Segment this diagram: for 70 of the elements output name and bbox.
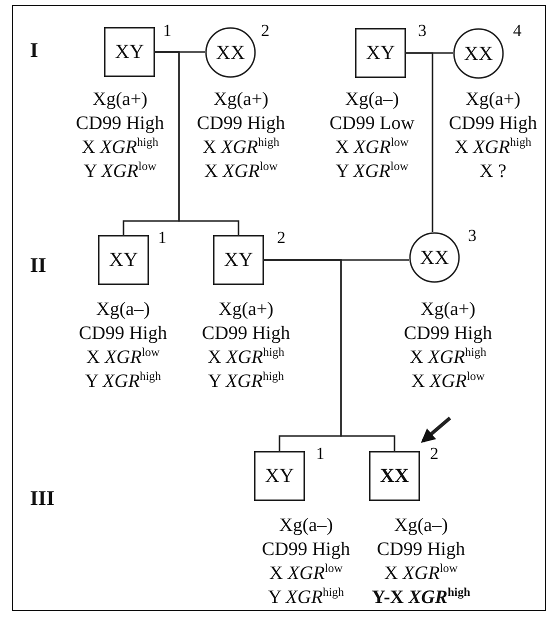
individual-number: 3 [418,22,426,39]
phenotype-text: Y XGR$^{low}$ [84,160,156,184]
male-symbol [98,235,149,285]
phenotype-text: X XGR$^{high}$ [82,136,158,160]
individual-number: 1 [316,445,324,462]
male-symbol [254,451,305,501]
phenotype-text: CD99 High [202,322,290,346]
phenotype-text: X XGR$^{high}$ [208,346,284,370]
individual-number: 3 [468,227,476,244]
phenotype-text: CD99 High [262,538,350,562]
phenotype-text: Xg(a+) [420,298,476,322]
phenotype-text: Xg(a+) [465,88,521,112]
phenotype-text: Xg(a–) [279,514,333,538]
individual-number: 1 [163,22,172,39]
karyotype-text: XY [224,250,253,270]
individual-number: 4 [513,22,522,39]
phenotype-text: Xg(a+) [92,88,148,112]
phenotype-text: Y XGR$^{high}$ [208,370,284,394]
male-symbol [355,28,406,78]
male-symbol [369,451,420,501]
individual-number: 2 [430,445,438,462]
male-symbol [104,27,155,77]
phenotype-text: X XGR$^{low}$ [384,562,458,586]
phenotype-text: CD99 High [404,322,492,346]
karyotype-text: XX [464,44,493,64]
karyotype-text: XX [420,248,449,268]
male-symbol [213,235,264,285]
generation-label: III [30,488,55,509]
female-symbol [205,27,256,78]
phenotype-text: Xg(a–) [345,88,399,112]
phenotype-text: Xg(a–) [96,298,150,322]
individual-number: 2 [277,229,286,246]
phenotype-text: X XGR$^{high}$ [202,136,280,160]
phenotype-text: Y XGR$^{high}$ [84,370,162,394]
phenotype-text: Y XGR$^{low}$ [336,160,408,184]
phenotype-text: CD99 High [78,322,168,346]
phenotype-text: Y XGR$^{high}$ [268,586,344,610]
phenotype-text: CD99 High [448,112,538,136]
individual-number: 2 [261,22,270,39]
phenotype-text: X XGR$^{low}$ [411,370,485,394]
generation-label: I [30,40,38,61]
karyotype-text: XX [380,466,409,486]
phenotype-text: X XGR$^{low}$ [269,562,343,586]
pedigree-line [264,259,396,451]
phenotype-text: CD99 High [76,112,164,136]
pedigree-line [406,52,434,232]
female-symbol [409,232,460,283]
phenotype-text: X ? [480,160,506,184]
phenotype-text: CD99 High [376,538,466,562]
phenotype-text: X XGR$^{low}$ [204,160,278,184]
phenotype-text: X XGR$^{high}$ [410,346,486,370]
phenotype-text: X XGR$^{low}$ [86,346,160,370]
phenotype-text: Y-X XGR$^{high}$ [372,586,470,610]
phenotype-text: Xg(a–) [394,514,448,538]
phenotype-text: X XGR$^{low}$ [335,136,409,160]
phenotype-text: Xg(a+) [218,298,274,322]
karyotype-text: XY [109,250,138,270]
phenotype-text: CD99 Low [330,112,414,136]
proband-arrow [420,416,452,443]
karyotype-text: XY [265,466,294,486]
karyotype-text: XX [216,42,245,62]
pedigree-line [155,51,240,235]
individual-number: 1 [158,229,166,246]
karyotype-text: XY [366,43,395,63]
generation-label: II [30,255,46,276]
phenotype-text: X XGR$^{high}$ [454,136,532,160]
phenotype-text: Xg(a+) [213,88,269,112]
phenotype-text: CD99 High [196,112,286,136]
karyotype-text: XY [115,42,144,62]
female-symbol [453,28,504,79]
